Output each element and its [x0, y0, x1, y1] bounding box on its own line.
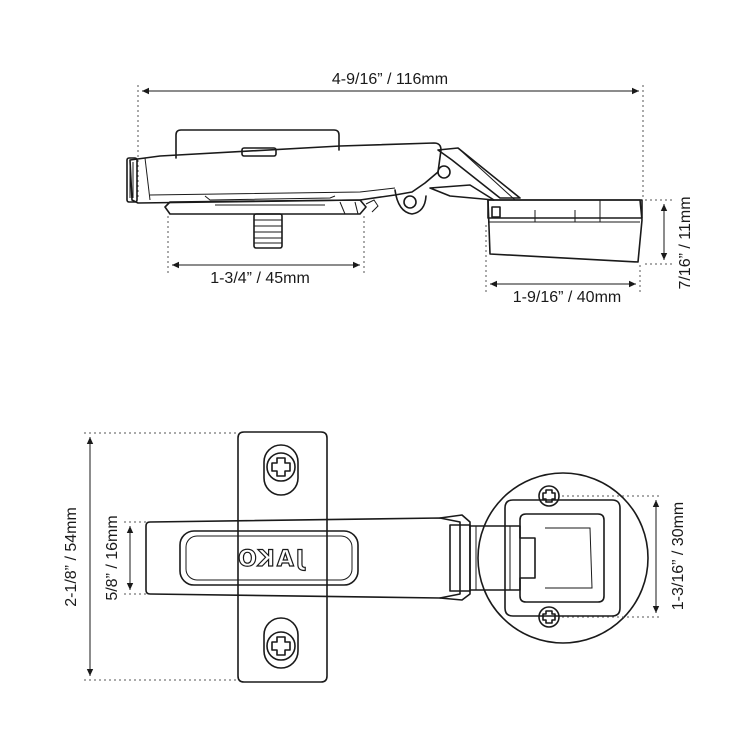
cup-screw-upper: [538, 485, 560, 507]
mounting-screw: [253, 213, 283, 249]
hinge-arm-body: [129, 142, 442, 204]
link-arm-outer: [437, 147, 521, 199]
mounting-plate: [237, 431, 328, 683]
cup-screw-lower-icon: [542, 610, 556, 624]
hinge-arm-top: [145, 517, 461, 599]
cup-diameter-label: 1-9/16” / 40mm: [513, 289, 621, 306]
upper-phillips-icon: [271, 457, 291, 477]
link-plate: [469, 525, 521, 591]
pivot-link: [394, 189, 427, 215]
base-plate-length-label: 1-3/4” / 45mm: [210, 270, 310, 287]
base-plate: [164, 199, 367, 215]
cup-rivet: [491, 206, 501, 218]
cup-screw-upper-icon: [542, 489, 556, 503]
cup-inner-frame: [519, 513, 605, 603]
arm-end-cap: [126, 157, 138, 203]
cup-depth-label: 7/16” / 11mm: [677, 196, 694, 289]
hinge-cup: [487, 199, 643, 263]
top-view: 2-1/8” / 54mm 5/8” / 16mm JAKO: [63, 431, 687, 683]
pivot-pin-lower: [403, 195, 417, 209]
lower-screw-head: [266, 631, 296, 661]
cup-flange: [487, 199, 643, 219]
brand-logo: JAKO: [235, 546, 306, 572]
lower-screw-slot: [263, 617, 299, 669]
hinge-cup-top: [477, 472, 649, 644]
logo-text: JAKO: [236, 547, 306, 572]
arm-width-label: 5/8” / 16mm: [104, 515, 121, 600]
link-arm-inner: [429, 184, 495, 201]
plate-height-label: 2-1/8” / 54mm: [63, 507, 80, 607]
overall-length-label: 4-9/16” / 116mm: [332, 71, 448, 88]
mounting-plate-top: [175, 129, 340, 159]
cup-screw-lower: [538, 606, 560, 628]
lower-phillips-icon: [271, 636, 291, 656]
arm-recess: [179, 530, 359, 586]
upper-screw-slot: [263, 444, 299, 496]
screw-spacing-label: 1-3/16” / 30mm: [670, 502, 687, 610]
pivot-pin-upper: [437, 165, 451, 179]
knuckle-block: [449, 524, 471, 592]
upper-screw-head: [266, 452, 296, 482]
side-view: 4-9/16” / 116mm: [126, 71, 694, 306]
arm-knuckle: [439, 514, 471, 601]
cup-frame: [504, 499, 621, 617]
